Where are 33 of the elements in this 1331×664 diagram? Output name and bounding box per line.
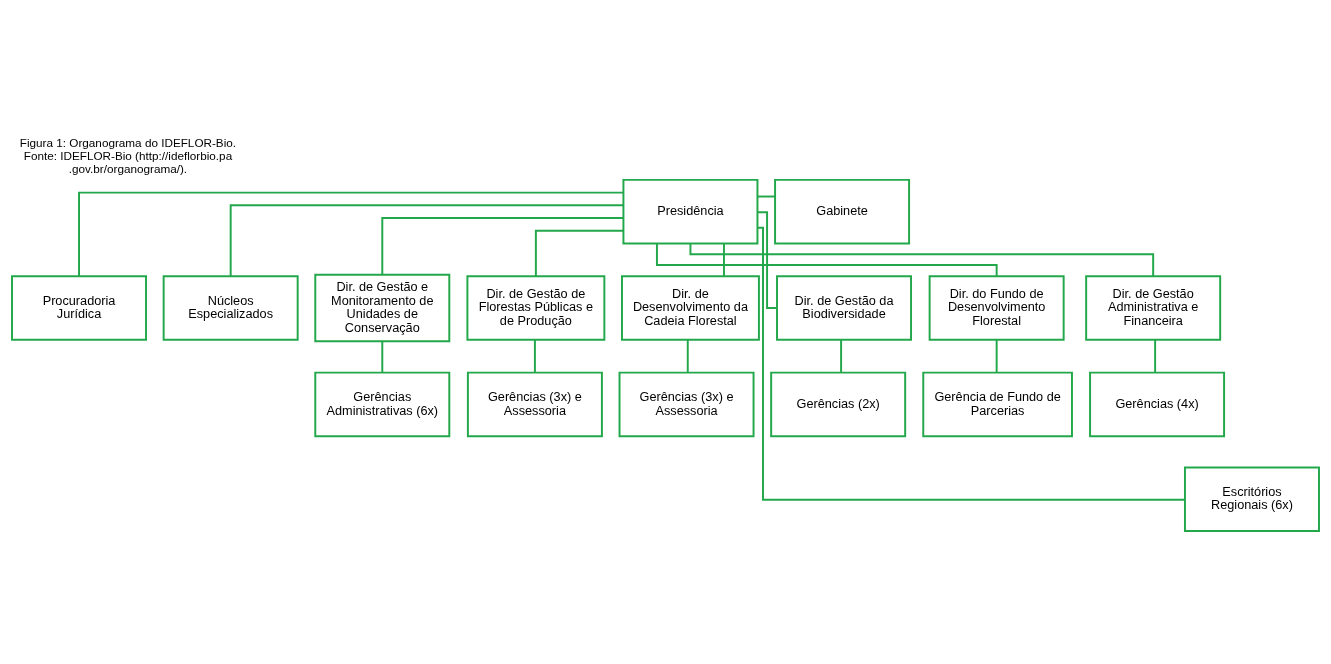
connector <box>655 242 998 277</box>
node-box: Núcleos Especializados <box>162 274 299 341</box>
node-box: Presidência <box>622 178 759 244</box>
connector <box>1154 338 1157 373</box>
node-box: Gerências (3x) e Assessoria <box>466 371 603 437</box>
node-box: Dir. do Fundo de Desenvolvimento Florestal <box>928 274 1065 341</box>
node-box: Gerência de Fundo de Parcerias <box>922 371 1073 437</box>
connector <box>995 338 998 373</box>
connector <box>756 210 778 309</box>
connector <box>840 338 843 373</box>
node-box: Gerências (2x) <box>770 371 907 437</box>
connector <box>689 242 1155 277</box>
node-box: Gerências Administrativas (6x) <box>314 371 451 437</box>
node-box: Gerências (4x) <box>1089 371 1226 437</box>
caption: Figura 1: Organograma do IDEFLOR-Bio. Fonte: IDEFLOR-Bio (http://ideflorbio.pa.gov.br/organograma/). <box>19 135 237 175</box>
connector <box>229 203 625 277</box>
connector <box>756 226 1186 501</box>
node-box: Dir. de Gestão da Biodiversidade <box>776 274 912 341</box>
node-box: Procuradoria Jurídica <box>11 274 147 341</box>
connector <box>686 338 689 373</box>
connector <box>534 229 625 277</box>
node-box: Dir. de Gestão e Monitoramento de Unidades de Conservação <box>314 273 451 342</box>
connector <box>381 340 384 373</box>
connector <box>722 242 725 277</box>
node-box: Dir. de Gestão Administrativa e Financeira <box>1085 274 1222 341</box>
node-box: Gabinete <box>774 178 911 244</box>
connector <box>78 191 625 277</box>
connector <box>381 216 625 275</box>
node-box: Dir. de Gestão de Florestas Públicas e de Produção <box>466 274 606 341</box>
node-box: Gerências (3x) e Assessoria <box>618 371 755 437</box>
connector <box>533 338 536 373</box>
node-box: Escritórios Regionais (6x) <box>1184 466 1320 532</box>
node-box: Dir. de Desenvolvimento da Cadeia Florestal <box>621 274 760 341</box>
